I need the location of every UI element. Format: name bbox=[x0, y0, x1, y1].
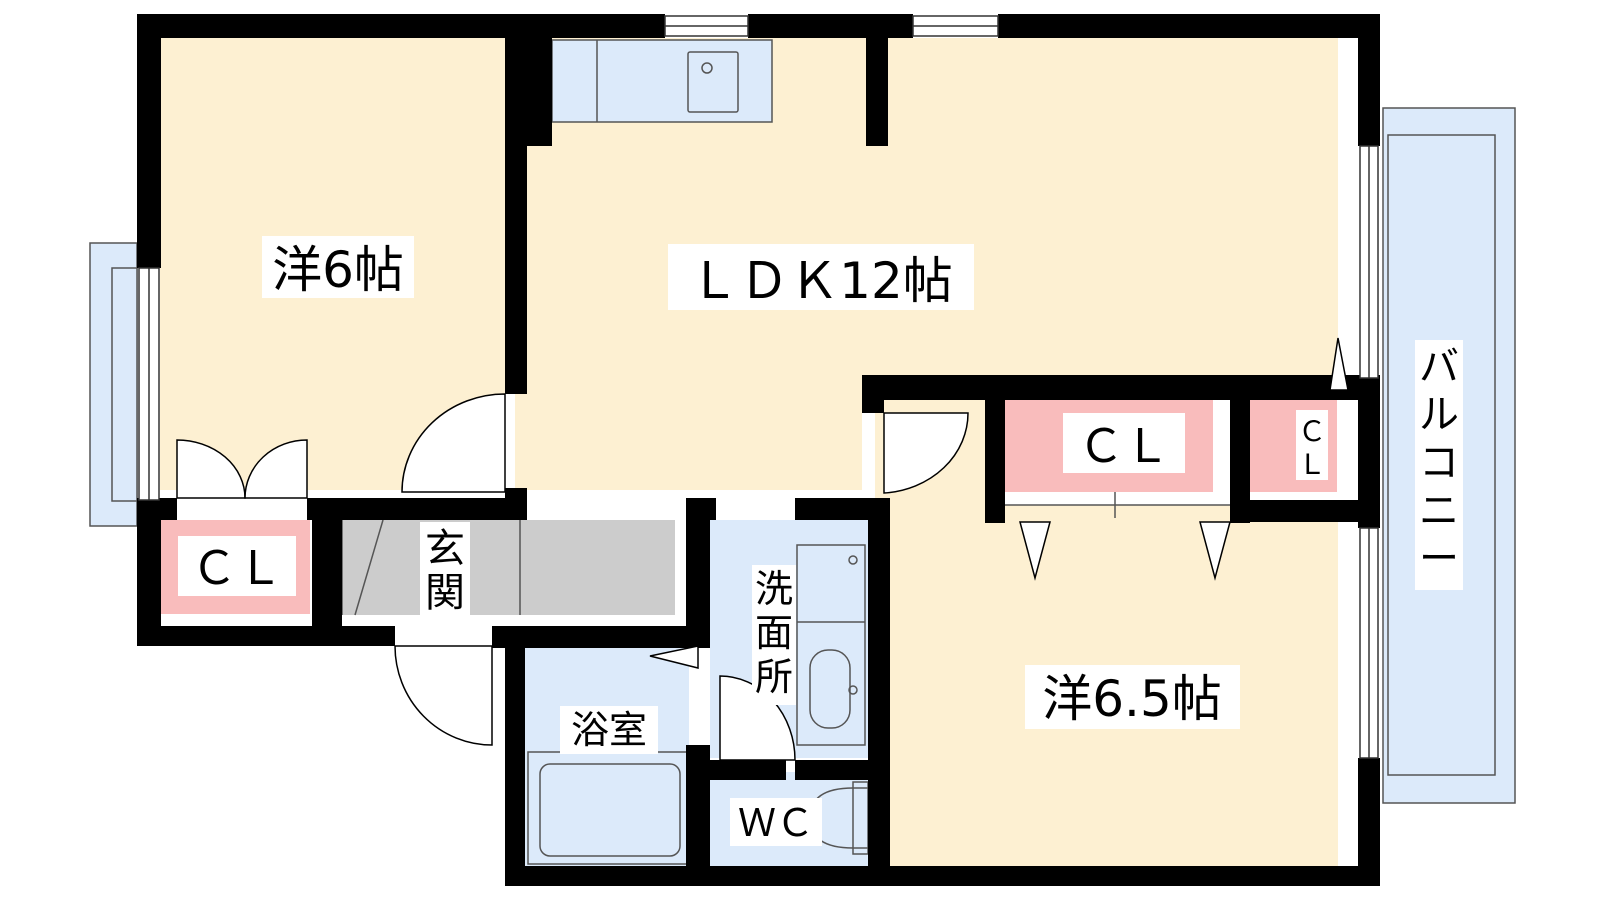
wall-right-top bbox=[1358, 14, 1380, 146]
wall-closet-left bbox=[985, 375, 1005, 523]
door-closet-fold-b bbox=[1199, 521, 1231, 581]
wall-top-right bbox=[998, 14, 1380, 38]
kitchen-counter bbox=[551, 39, 773, 123]
balcony-inner-rail bbox=[1387, 134, 1496, 776]
wall-ldk-bottom-2 bbox=[795, 498, 875, 520]
label-washroom-2: 面 bbox=[755, 611, 793, 655]
label-bg-closet-left bbox=[178, 536, 296, 596]
labels: 洋6帖 ＬＤＫ12帖 洋6.5帖 ＣＬ Ｃ Ｌ ＣＬ 玄 関 洗 面 所 浴室 … bbox=[178, 236, 1463, 846]
label-washroom-1: 洗 bbox=[755, 567, 793, 611]
wall-left-bottom bbox=[137, 500, 161, 646]
label-entrance-1: 玄 bbox=[425, 526, 465, 572]
wall-left-top bbox=[137, 14, 161, 268]
label-bg-balcony bbox=[1415, 340, 1463, 590]
wall-wash-bottom-3 bbox=[795, 760, 875, 780]
label-bg-closet-large bbox=[1063, 413, 1185, 473]
wall-bottom-entrance bbox=[492, 626, 692, 648]
wall-right-bottom bbox=[1358, 758, 1380, 870]
wall-entrance-right bbox=[686, 498, 710, 648]
label-toilet: ＷＣ bbox=[738, 801, 814, 845]
door-wash bbox=[719, 675, 796, 761]
entrance-floor bbox=[342, 520, 675, 615]
label-bathroom: 浴室 bbox=[571, 708, 647, 752]
label-bg-entrance bbox=[420, 522, 470, 616]
label-western-room-65: 洋6.5帖 bbox=[1042, 670, 1222, 728]
label-balcony: バ ル コ ニ ー bbox=[1419, 344, 1459, 582]
wall-room6-right-top bbox=[505, 14, 527, 394]
door-entrance bbox=[394, 645, 493, 746]
entrance-step-diagonal bbox=[354, 519, 384, 616]
wall-top-mid bbox=[748, 14, 913, 38]
wall-room65-left bbox=[868, 498, 890, 886]
label-closet-small-2: Ｌ bbox=[1298, 448, 1326, 481]
label-bg-closet-small bbox=[1296, 410, 1328, 480]
label-balcony-char-3: ニ bbox=[1419, 488, 1459, 534]
wall-closet-left-right bbox=[312, 498, 342, 646]
door-closet-small bbox=[1329, 337, 1349, 391]
door-closet-fold-a bbox=[1019, 521, 1051, 581]
label-closet-left: ＣＬ bbox=[191, 541, 283, 595]
wall-closet-bottom bbox=[1250, 500, 1380, 522]
door-bath bbox=[649, 645, 699, 669]
windows bbox=[138, 15, 1379, 759]
wall-room6-right-pillar bbox=[527, 38, 552, 146]
wall-bath-left bbox=[505, 626, 525, 886]
basin-tap-icon bbox=[848, 685, 858, 695]
sink-drain-icon bbox=[701, 62, 713, 74]
label-bg-bathroom bbox=[560, 706, 658, 754]
wall-closet-mid bbox=[1230, 375, 1250, 523]
label-bg-room6 bbox=[262, 236, 414, 298]
wall-top-left bbox=[137, 14, 665, 38]
label-bg-room65 bbox=[1025, 665, 1240, 729]
label-closet-large: ＣＬ bbox=[1078, 419, 1170, 473]
wall-wash-bottom-2 bbox=[686, 760, 786, 780]
label-balcony-char-1: ル bbox=[1419, 392, 1459, 438]
door-closet-left-b bbox=[244, 439, 308, 499]
label-washroom-3: 所 bbox=[755, 655, 793, 699]
label-bg-toilet bbox=[730, 798, 822, 846]
walls bbox=[137, 14, 1380, 886]
label-ldk: ＬＤＫ12帖 bbox=[689, 252, 953, 310]
kitchen-sink-icon bbox=[687, 51, 739, 113]
label-balcony-char-4: ー bbox=[1419, 536, 1459, 582]
bathroom-floor bbox=[524, 648, 689, 866]
wall-ldk-bottom bbox=[686, 498, 716, 520]
bay-window-inner bbox=[111, 267, 138, 502]
doors bbox=[176, 337, 1349, 761]
washbasin-counter bbox=[796, 544, 866, 746]
label-balcony-char-0: バ bbox=[1419, 344, 1459, 390]
bathtub-icon bbox=[539, 763, 681, 857]
label-entrance-2: 関 bbox=[425, 570, 465, 616]
label-western-room-6: 洋6帖 bbox=[272, 241, 404, 299]
wall-room65-top bbox=[862, 375, 1380, 400]
label-bg-washroom bbox=[752, 565, 796, 705]
wall-room6-bottom bbox=[137, 498, 177, 520]
wall-bottom bbox=[505, 866, 1380, 886]
wall-kitchen-pillar bbox=[866, 38, 888, 146]
washer-tap-icon bbox=[848, 555, 858, 565]
wall-room6-bottom-2 bbox=[307, 498, 527, 520]
door-room65 bbox=[883, 412, 969, 494]
wall-right-mid bbox=[1358, 378, 1380, 528]
wall-room65-top-gap bbox=[862, 375, 884, 413]
label-closet-small-1: Ｃ bbox=[1298, 415, 1326, 448]
label-balcony-char-2: コ bbox=[1419, 440, 1459, 486]
label-bg-ldk bbox=[668, 244, 974, 310]
washbasin-icon bbox=[809, 649, 851, 729]
door-room6 bbox=[401, 393, 506, 493]
wall-bottom-left bbox=[137, 626, 395, 646]
